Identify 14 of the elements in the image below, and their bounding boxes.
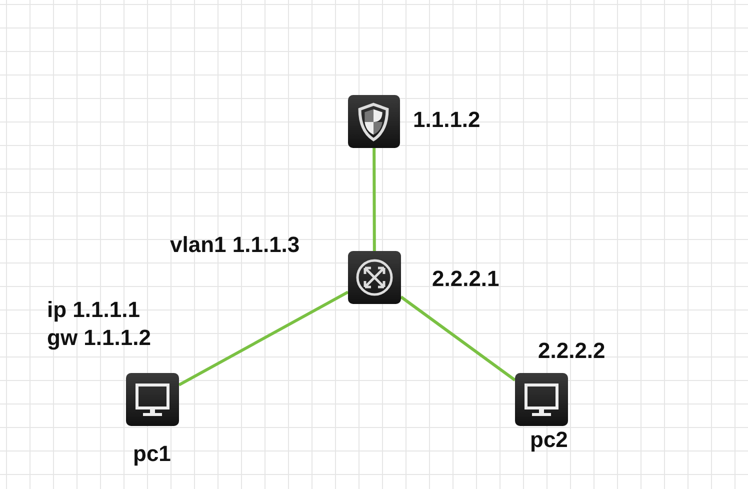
device-name: pc2 [530,426,568,454]
pc-icon [515,373,568,426]
link-line [400,296,516,382]
ip-address: 1.1.1.2 [413,106,480,134]
link-line [372,148,376,251]
firewall-icon [348,95,400,148]
ip-address: 2.2.2.1 [432,265,500,293]
router-icon [348,251,401,304]
device-name: pc1 [133,440,171,468]
ip-address: 2.2.2.2 [538,337,606,365]
link-line [178,290,349,386]
interface-address: vlan1 1.1.1.3 [170,231,300,259]
host-config: ip 1.1.1.1 gw 1.1.1.2 [47,296,152,352]
pc-icon [126,373,179,426]
